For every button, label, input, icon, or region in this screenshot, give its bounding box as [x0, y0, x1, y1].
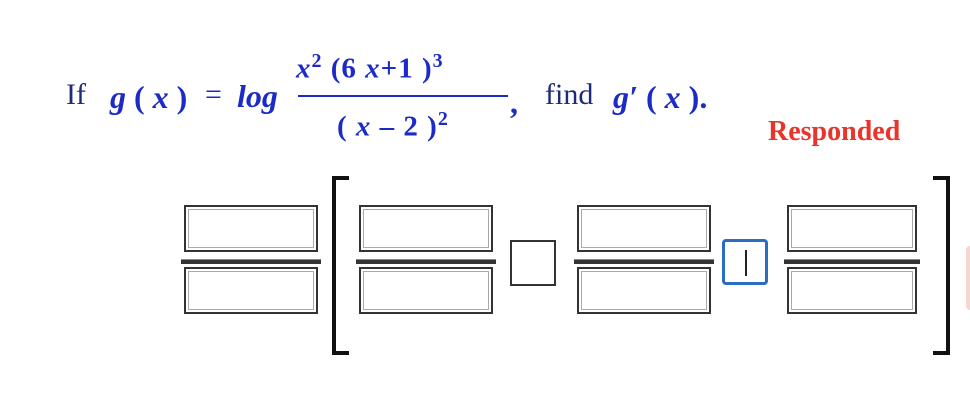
den-var: x: [355, 110, 372, 143]
target-close-paren: ).: [688, 79, 708, 115]
fraction-3-bar: [574, 259, 714, 264]
fraction-2-denominator-input[interactable]: [359, 267, 493, 314]
num-one: 1: [398, 52, 414, 85]
fraction-3-numerator-input[interactable]: [577, 205, 711, 252]
denominator: ( x – 2 )2: [337, 108, 449, 144]
den-close-paren: ): [427, 110, 438, 143]
fraction-4-bar: [784, 259, 920, 264]
num-close-exponent: 3: [432, 50, 444, 72]
den-close-exponent: 2: [437, 108, 449, 130]
target-var: x: [664, 79, 681, 115]
num-x-exponent: 2: [311, 50, 323, 72]
fraction-4-denominator-input[interactable]: [787, 267, 917, 314]
fraction-1-numerator-input[interactable]: [184, 205, 318, 252]
fraction-1-denominator-input[interactable]: [184, 267, 318, 314]
comma: ,: [510, 84, 518, 120]
num-coeff: 6: [341, 52, 357, 85]
text-cursor: [745, 250, 747, 276]
lhs-close-paren: ): [176, 79, 188, 115]
target-expression: g′ ( x ).: [613, 79, 707, 116]
right-bracket: [933, 176, 950, 355]
find-label: find: [545, 78, 594, 111]
status-badge: Responded: [768, 116, 901, 147]
lhs-func: g: [110, 79, 126, 115]
fraction-3-denominator-input[interactable]: [577, 267, 711, 314]
equals-sign: =: [205, 78, 222, 111]
num-x: x: [296, 52, 312, 85]
den-minus: –: [379, 110, 396, 143]
fraction-2-bar: [356, 259, 496, 264]
side-panel-tab[interactable]: [966, 246, 970, 310]
target-func: g′: [613, 79, 638, 115]
num-plus: +: [380, 52, 399, 85]
log-label: log: [237, 78, 278, 114]
fraction-2-numerator-input[interactable]: [359, 205, 493, 252]
num-var: x: [365, 52, 381, 85]
den-two: 2: [403, 110, 419, 143]
den-open-paren: (: [337, 110, 348, 143]
lhs-expression: g ( x ): [110, 79, 187, 116]
num-close-paren: ): [421, 52, 433, 85]
numerator: x2 (6 x+1 )3: [296, 50, 444, 86]
question-fraction-bar: [298, 95, 508, 97]
if-label: If: [66, 78, 86, 111]
operator-2-input[interactable]: [722, 239, 768, 285]
operator-1-input[interactable]: [510, 240, 556, 286]
lhs-var: x: [152, 79, 169, 115]
fraction-4-numerator-input[interactable]: [787, 205, 917, 252]
left-bracket: [332, 176, 349, 355]
num-open-paren: (: [330, 52, 342, 85]
target-open-paren: (: [646, 79, 657, 115]
lhs-open-paren: (: [134, 79, 145, 115]
fraction-1-bar: [181, 259, 321, 264]
